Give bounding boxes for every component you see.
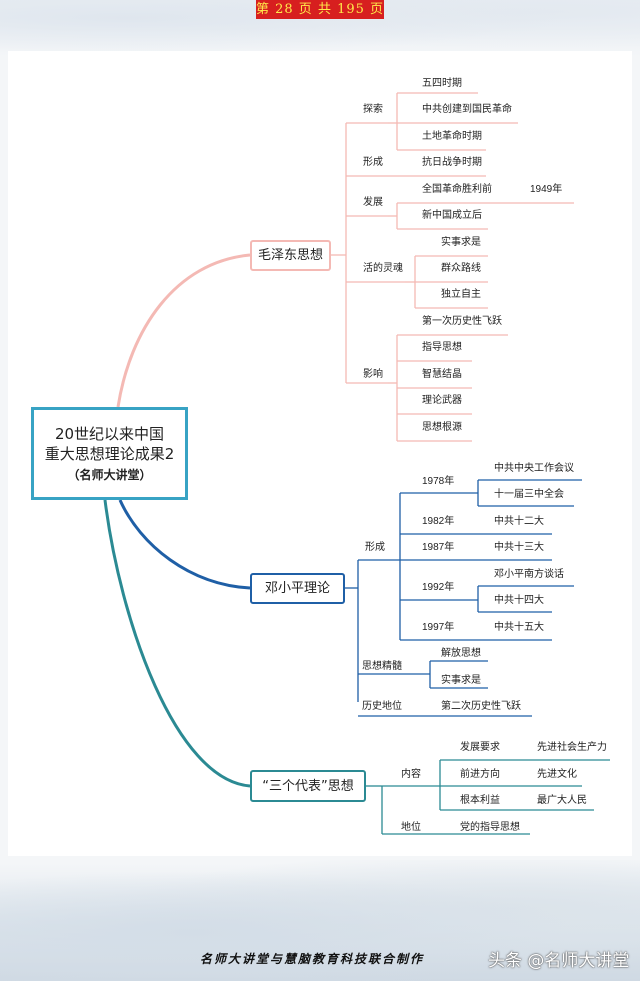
mao-influence-item: 理论武器 [422,395,462,406]
deng-essence-item: 实事求是 [441,675,481,686]
three-branch-content: 内容 [401,769,421,780]
root-title-line1: 20世纪以来中国 [54,425,165,443]
deng-event-item: 十一届三中全会 [494,489,564,500]
three-status-item: 党的指导思想 [460,822,520,833]
deng-event-item: 中共十五大 [494,622,544,633]
deng-event-item: 中共十二大 [494,516,544,527]
deng-year-label: 1992年 [422,582,455,593]
mao-exploration-item: 土地革命时期 [422,131,482,142]
mao-development-year: 1949年 [530,184,563,195]
background-bottom [0,860,640,981]
three-connectors [366,759,610,835]
mao-exploration-item: 中共创建到国民革命 [422,104,512,115]
connector-root-mao [116,253,251,408]
three-content-value: 先进文化 [537,769,577,780]
deng-branch-status: 历史地位 [362,701,402,712]
page-number-badge: 第 28 页 共 195 页 [256,0,385,19]
watermark: 头条 @名师大讲堂 [488,951,630,971]
root-node: 20世纪以来中国 重大思想理论成果2 （名师大讲堂） [31,407,188,500]
deng-connectors [345,479,582,717]
mao-branch-exploration: 探索 [363,104,383,115]
deng-branch-formation: 形成 [365,542,385,553]
mao-living-soul-item: 群众路线 [441,263,481,274]
deng-branch-essence: 思想精髓 [362,661,402,672]
mao-living-soul-item: 独立自主 [441,289,481,300]
topic-mao-zedong-thought: 毛泽东思想 [250,240,331,271]
connector-root-deng [118,499,251,590]
deng-event-item: 中共十三大 [494,542,544,553]
mao-living-soul-item: 实事求是 [441,237,481,248]
deng-year-label: 1978年 [422,476,455,487]
mao-formation-item: 抗日战争时期 [422,157,482,168]
mao-branch-formation: 形成 [363,157,383,168]
deng-event-item: 中共十四大 [494,595,544,606]
deng-year-label: 1987年 [422,542,455,553]
deng-event-item: 邓小平南方谈话 [494,569,564,580]
three-content-value: 先进社会生产力 [537,742,607,753]
mao-development-item: 新中国成立后 [422,210,482,221]
mao-influence-item: 智慧结晶 [422,369,462,380]
mao-branch-development: 发展 [363,197,383,208]
connector-root-three [103,499,251,788]
mao-connectors [331,92,574,442]
root-title-line2: 重大思想理论成果2 [44,445,175,463]
mao-development-item: 全国革命胜利前 [422,184,492,195]
mao-branch-living-soul: 活的灵魂 [363,263,403,274]
deng-essence-item: 解放思想 [441,648,481,659]
topic-three-represents: “三个代表”思想 [250,770,366,802]
mao-branch-influence: 影响 [363,369,383,380]
deng-year-label: 1997年 [422,622,455,633]
three-content-value: 最广大人民 [537,795,587,806]
topic-deng-xiaoping-theory: 邓小平理论 [250,573,345,604]
three-branch-status: 地位 [401,822,421,833]
footer-credit: 名师大讲堂与慧脑教育科技联合制作 [200,952,425,966]
deng-event-item: 中共中央工作会议 [494,463,574,474]
mao-influence-item: 指导思想 [422,342,462,353]
three-content-key: 前进方向 [460,769,500,780]
root-subtitle: （名师大讲堂） [67,468,152,482]
mao-exploration-item: 五四时期 [422,78,462,89]
mao-influence-item: 第一次历史性飞跃 [422,316,502,327]
three-content-key: 发展要求 [460,742,500,753]
three-content-key: 根本利益 [460,795,500,806]
deng-year-label: 1982年 [422,516,455,527]
deng-status-item: 第二次历史性飞跃 [441,701,521,712]
mao-influence-item: 思想根源 [422,422,462,433]
